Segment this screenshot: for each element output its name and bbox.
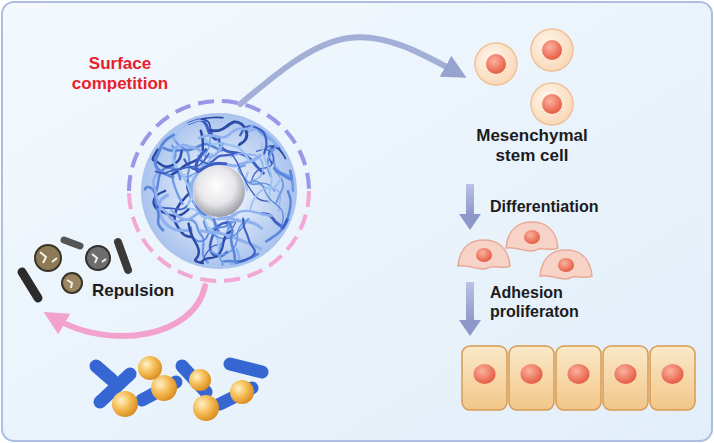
arrow-shaft [466, 184, 474, 216]
protein-strand [229, 223, 238, 263]
protein-strands [145, 117, 293, 265]
protein-strand [153, 174, 179, 222]
coccus-bacterium [189, 369, 211, 391]
cell-body [475, 43, 517, 85]
rod-bacterium [230, 364, 262, 372]
broken-rod [64, 240, 80, 246]
node-label: Mesenchymal stem cell [458, 126, 606, 167]
cell-body [458, 240, 510, 269]
adherent-cell-layer [462, 346, 695, 410]
nucleus [486, 54, 506, 74]
crack [67, 280, 72, 288]
crack [40, 252, 57, 263]
nucleus [521, 364, 543, 384]
curved-arrow [240, 37, 456, 104]
protein-strand [250, 167, 281, 210]
stem-cells [475, 29, 573, 125]
cell-body [650, 346, 695, 410]
nucleus [474, 364, 496, 384]
protein-strand [237, 219, 255, 263]
cell-body [603, 346, 648, 410]
step-arrow [459, 282, 481, 336]
adherent-cell [509, 346, 554, 410]
heading-label: Surface competition [68, 54, 172, 95]
stem-cell [475, 43, 517, 85]
nucleus [568, 364, 590, 384]
stem-cell [531, 83, 573, 125]
differentiated-cell [458, 240, 510, 269]
adherent-cell [650, 346, 695, 410]
protein-strand [156, 180, 191, 209]
particle-node: Surface competition [130, 102, 308, 280]
arrow-head [459, 320, 481, 336]
step-label: Adhesion proliferaton [490, 283, 602, 321]
cell-body [506, 222, 558, 251]
broken-sphere [62, 273, 82, 293]
broken-rod [22, 272, 38, 298]
arrow-head [459, 214, 481, 230]
coccus-bacterium [193, 395, 219, 421]
nucleus [542, 40, 562, 60]
protein-strand [274, 168, 292, 179]
adherent-cell [603, 346, 648, 410]
cell-body [531, 83, 573, 125]
broken-rod [118, 242, 128, 270]
nucleus [542, 94, 562, 114]
cell-body [509, 346, 554, 410]
differentiated-cell [506, 222, 558, 251]
protein-strand [219, 219, 238, 265]
differentiated-cell [540, 250, 592, 279]
step-arrow [459, 184, 481, 230]
corona-shell [141, 113, 297, 269]
protein-corona-particle [129, 101, 309, 281]
adherent-cell [556, 346, 601, 410]
cell-body [556, 346, 601, 410]
coccus-bacterium [112, 391, 138, 417]
coccus-bacterium [230, 380, 254, 404]
particle-core [193, 165, 245, 217]
bacteria-group [96, 356, 262, 421]
nucleus [524, 230, 540, 244]
step-label: Differentiation [490, 197, 598, 216]
cell-group-node: Mesenchymal stem cell [458, 36, 606, 173]
broken-sphere [86, 246, 110, 270]
stem-cell [531, 29, 573, 71]
cell-body [540, 250, 592, 279]
protein-strand [189, 224, 203, 264]
cell-body [531, 29, 573, 71]
nucleus [476, 248, 492, 262]
crack [92, 254, 106, 263]
broken-sphere [35, 245, 61, 271]
step-label: Repulsion [90, 281, 176, 301]
rod-bacterium [96, 366, 112, 380]
nucleus [615, 364, 637, 384]
protein-strand [173, 150, 191, 205]
cell-body [462, 346, 507, 410]
differentiated-cells [458, 222, 592, 279]
adherent-cell [462, 346, 507, 410]
coccus-bacterium [138, 356, 162, 380]
arrow-shaft [466, 282, 474, 322]
protein-strand [199, 125, 253, 138]
nucleus [662, 364, 684, 384]
nucleus [558, 258, 574, 272]
